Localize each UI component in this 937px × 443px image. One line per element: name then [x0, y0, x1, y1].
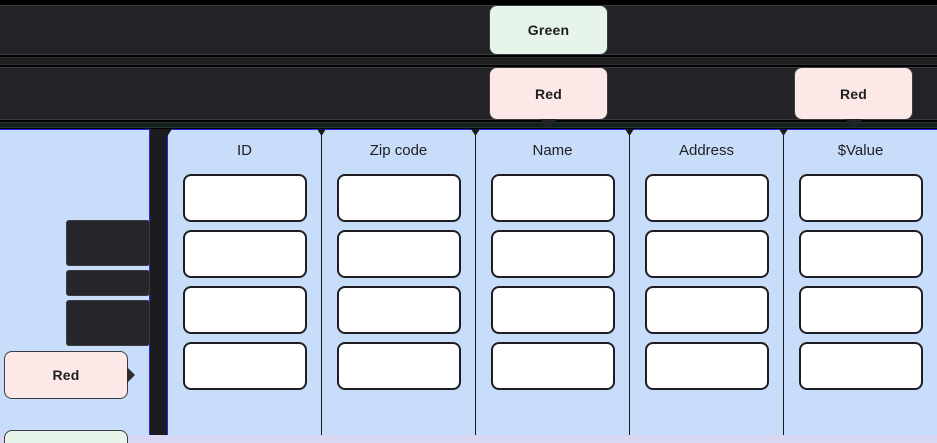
- tooltip-red-right-label: Red: [839, 85, 868, 102]
- column-header-id: ID: [237, 142, 252, 159]
- panel-divider-strip[interactable]: [150, 129, 167, 442]
- table-cell[interactable]: [644, 230, 769, 278]
- tooltip-green-top[interactable]: Green: [489, 5, 608, 55]
- column-handle-top-icon: [625, 129, 634, 136]
- table-cell[interactable]: [490, 342, 615, 390]
- table-cell[interactable]: [336, 342, 461, 390]
- background-band-top: [0, 5, 937, 55]
- column-header-zip-code: Zip code: [369, 142, 428, 159]
- tooltip-red-left[interactable]: Red: [4, 351, 135, 399]
- background-band-lower: [0, 122, 937, 128]
- table-column-zip-code[interactable]: Zip code: [317, 129, 476, 442]
- table-cell[interactable]: [336, 230, 461, 278]
- column-handle-top-icon: [779, 129, 788, 136]
- left-panel-field-3[interactable]: [66, 300, 150, 346]
- table-cell[interactable]: [490, 286, 615, 334]
- left-panel-field-1[interactable]: [66, 220, 150, 266]
- canvas-area: Red Green ID Zip code: [0, 129, 937, 443]
- column-handle-top-icon: [471, 129, 480, 136]
- tooltip-arrow-down-icon: [539, 119, 558, 128]
- data-table: ID Zip code Name: [163, 129, 937, 442]
- table-column-name[interactable]: Name: [471, 129, 630, 442]
- table-cell[interactable]: [490, 174, 615, 222]
- table-cell[interactable]: [644, 174, 769, 222]
- tooltip-red-top-label: Red: [534, 85, 563, 102]
- table-cell[interactable]: [336, 286, 461, 334]
- tooltip-red-left-label: Red: [52, 367, 80, 383]
- column-header-value: $Value: [837, 142, 884, 159]
- tooltip-red-top[interactable]: Red: [489, 67, 608, 128]
- table-cell[interactable]: [798, 174, 923, 222]
- table-cell[interactable]: [798, 286, 923, 334]
- tooltip-arrow-down-icon: [844, 119, 863, 128]
- background-band-second: [0, 67, 937, 120]
- tooltip-green-top-label: Green: [527, 22, 570, 38]
- column-header-address: Address: [678, 142, 735, 159]
- table-cell[interactable]: [182, 230, 307, 278]
- column-header-name: Name: [532, 142, 573, 159]
- tooltip-green-left[interactable]: Green: [4, 430, 128, 443]
- column-handle-top-icon: [317, 129, 326, 136]
- background-band-gap: [0, 57, 937, 65]
- table-cell[interactable]: [644, 286, 769, 334]
- table-cell[interactable]: [182, 286, 307, 334]
- tooltip-arrow-right-icon: [127, 367, 135, 383]
- table-cell[interactable]: [336, 174, 461, 222]
- table-column-value[interactable]: $Value: [779, 129, 937, 442]
- table-cell[interactable]: [798, 342, 923, 390]
- tooltip-red-right[interactable]: Red: [794, 67, 913, 128]
- table-cell[interactable]: [644, 342, 769, 390]
- bottom-strip: [0, 435, 937, 443]
- table-cell[interactable]: [798, 230, 923, 278]
- table-column-id[interactable]: ID: [163, 129, 322, 442]
- table-cell[interactable]: [182, 342, 307, 390]
- left-panel-field-2[interactable]: [66, 270, 150, 296]
- column-handle-top-icon: [163, 129, 172, 136]
- table-column-address[interactable]: Address: [625, 129, 784, 442]
- table-cell[interactable]: [490, 230, 615, 278]
- table-cell[interactable]: [182, 174, 307, 222]
